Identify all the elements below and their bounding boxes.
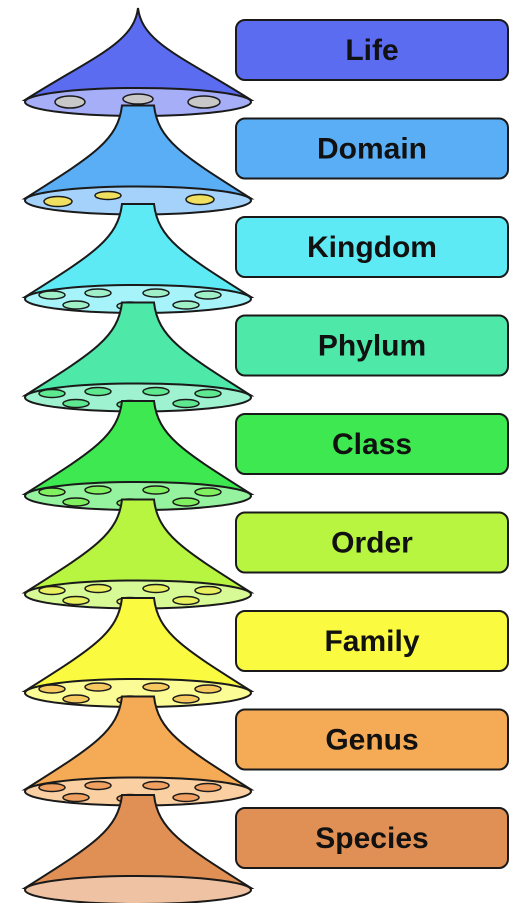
bell-body	[25, 204, 251, 297]
pocket-oval	[63, 695, 89, 703]
pocket-oval	[186, 195, 214, 205]
bell-base	[25, 876, 251, 903]
bell-body	[25, 500, 251, 593]
level-kingdom: Kingdom	[25, 204, 508, 313]
level-phylum: Phylum	[25, 303, 508, 412]
pocket-oval	[44, 197, 72, 207]
pocket-oval	[173, 794, 199, 802]
pocket-oval	[85, 585, 111, 593]
pocket-oval	[143, 486, 169, 494]
pocket-oval	[195, 390, 221, 398]
level-genus: Genus	[25, 697, 508, 806]
bell-body	[25, 303, 251, 396]
bell-body	[25, 795, 251, 888]
pocket-oval	[39, 488, 65, 496]
pocket-oval	[143, 683, 169, 691]
pocket-oval	[39, 784, 65, 792]
rank-label: Family	[324, 625, 419, 658]
pocket-oval	[63, 301, 89, 309]
level-order: Order	[25, 500, 508, 609]
pocket-oval	[173, 695, 199, 703]
bell-body	[25, 697, 251, 790]
pocket-oval	[195, 587, 221, 595]
pocket-oval	[85, 388, 111, 396]
pocket-oval	[173, 597, 199, 605]
pocket-oval	[39, 390, 65, 398]
pocket-oval	[39, 291, 65, 299]
pocket-oval	[173, 498, 199, 506]
pocket-oval	[195, 291, 221, 299]
pocket-oval	[173, 301, 199, 309]
pocket-oval	[143, 585, 169, 593]
pocket-oval	[85, 486, 111, 494]
rank-label: Order	[331, 527, 413, 560]
pocket-oval	[195, 784, 221, 792]
pocket-oval	[63, 597, 89, 605]
rank-label: Kingdom	[307, 231, 437, 264]
bell-body	[25, 106, 251, 199]
rank-label: Species	[315, 822, 428, 855]
pocket-oval	[85, 683, 111, 691]
level-class: Class	[25, 401, 508, 510]
rank-label: Life	[345, 34, 398, 67]
pocket-oval	[63, 794, 89, 802]
pocket-oval	[39, 587, 65, 595]
pocket-oval	[63, 498, 89, 506]
pocket-oval	[173, 400, 199, 408]
pocket-oval	[85, 289, 111, 297]
pocket-oval	[39, 685, 65, 693]
pocket-oval	[195, 488, 221, 496]
pocket-oval	[195, 685, 221, 693]
rank-label: Genus	[325, 724, 418, 757]
pocket-oval	[63, 400, 89, 408]
level-domain: Domain	[25, 106, 508, 215]
pocket-oval	[143, 782, 169, 790]
pocket-oval	[85, 782, 111, 790]
pocket-oval	[143, 388, 169, 396]
level-family: Family	[25, 598, 508, 707]
rank-label: Domain	[317, 133, 427, 166]
rank-label: Class	[332, 428, 412, 461]
pocket-oval	[188, 96, 220, 108]
rank-label: Phylum	[318, 330, 426, 363]
bell-body	[25, 8, 251, 100]
pocket-oval	[95, 192, 121, 200]
bell-body	[25, 401, 251, 494]
pocket-oval	[143, 289, 169, 297]
pocket-oval	[55, 96, 85, 108]
taxonomy-levels: LifeDomainKingdomPhylumClassOrderFamilyG…	[25, 8, 508, 903]
level-life: Life	[25, 8, 508, 116]
level-species: Species	[25, 795, 508, 903]
bell-body	[25, 598, 251, 691]
pocket-oval	[123, 94, 153, 104]
